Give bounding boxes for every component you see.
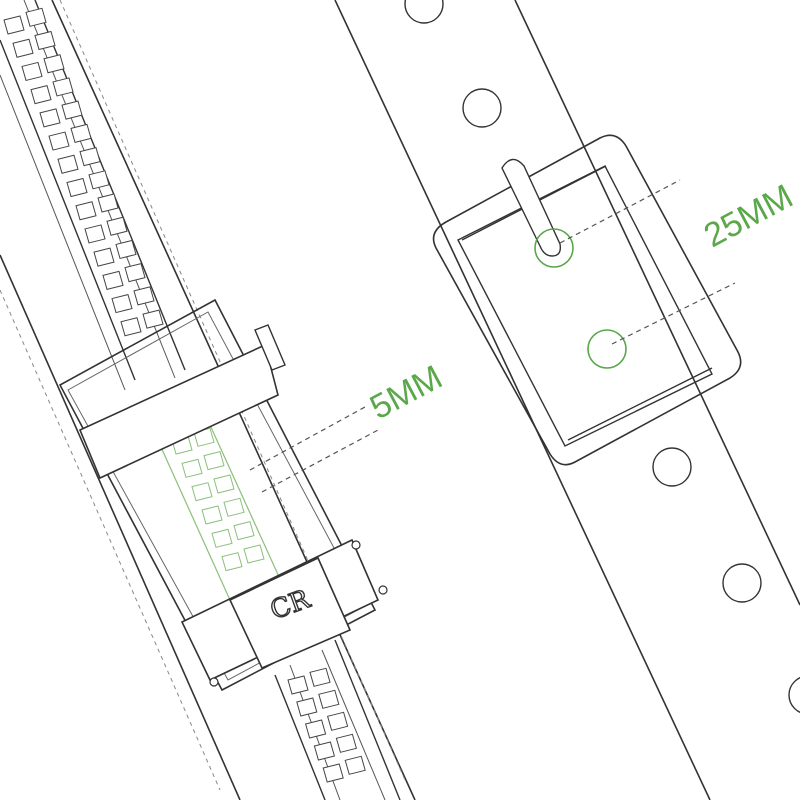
ratchet-lower-tooth <box>313 741 336 761</box>
ratchet-lower-tooth <box>318 689 340 709</box>
ratchet-upper-tooth <box>133 286 155 306</box>
automatic-buckle: CR <box>58 298 388 692</box>
ratchet-upper-tooth <box>57 154 79 174</box>
buckle-prong <box>501 158 562 257</box>
ratchet-upper-tooth <box>88 170 110 190</box>
buckle-side-pin <box>254 324 286 371</box>
ratchet-middle-tooth <box>223 497 245 517</box>
ratchet-middle-tooth <box>243 544 265 564</box>
hole-spacing-label: 25MM <box>698 177 799 255</box>
ratchet-upper-tooth <box>25 7 47 27</box>
ratchet-upper-tooth <box>111 293 133 314</box>
ratchet-upper-tooth <box>102 270 124 290</box>
ratchet-upper-tooth <box>21 61 43 82</box>
ratchet-middle-tooth <box>211 528 233 548</box>
ratchet-upper-tooth <box>70 123 92 143</box>
ratchet-lower-tooth <box>304 719 327 739</box>
ratchet-upper-tooth <box>61 100 83 120</box>
dimension-line-lower <box>261 429 379 493</box>
ratchet-track-middle <box>159 424 286 601</box>
ratchet-upper-tooth <box>79 146 101 167</box>
ratchet-spacing-label: 5MM <box>364 358 449 427</box>
buckle-top-bar <box>78 343 279 480</box>
ratchet-upper-tooth <box>34 30 56 51</box>
belt-hole-2 <box>462 88 502 128</box>
ratchet-upper-tooth <box>52 77 74 97</box>
dimension-line-upper <box>559 179 681 244</box>
ratchet-upper-tooth <box>142 309 164 329</box>
buckle-screw-bottom <box>209 677 219 687</box>
ratchet-middle-tooth <box>203 451 225 471</box>
hole-spacing-dimension: 25MM <box>559 177 799 345</box>
belt-hole-5 <box>652 447 692 487</box>
buckle-keeper-bottom <box>567 367 713 441</box>
ratchet-lower-tooth <box>335 733 358 753</box>
ratchet-upper-tooth <box>30 85 52 105</box>
ratchet-upper-tooth <box>66 177 88 198</box>
ratchet-upper-tooth <box>3 15 25 35</box>
ratchet-belt-edge-left <box>0 254 241 800</box>
ratchet-lower-tooth <box>322 763 344 783</box>
ratchet-track-lower <box>274 639 401 800</box>
ratchet-lower-tooth <box>326 711 349 731</box>
buckle-logo-plate <box>228 556 352 670</box>
ratchet-upper-tooth <box>97 193 119 213</box>
ratchet-belt-stitch-left <box>0 289 221 791</box>
ratchet-upper-tooth <box>48 131 70 151</box>
ratchet-upper-tooth <box>93 247 115 267</box>
buckle-frame <box>58 298 377 692</box>
ratchet-upper-tooth <box>120 317 142 337</box>
pin-belt-edge-right <box>514 0 800 606</box>
ratchet-upper-tooth <box>43 54 65 74</box>
belt-hole-7 <box>788 676 800 714</box>
ratchet-upper-tooth <box>12 38 34 58</box>
ratchet-lower-tooth <box>309 667 331 687</box>
pin-buckle <box>432 134 742 466</box>
belt-hole-6 <box>722 563 762 603</box>
buckle-screw-top <box>351 540 361 550</box>
buckle-inner-frame <box>457 165 713 447</box>
ratchet-middle-tooth <box>191 482 213 502</box>
belt-hole-4-highlight <box>587 329 627 369</box>
belt-hole-3-highlight <box>534 228 574 268</box>
pin-belt-edge-left <box>334 0 711 800</box>
ratchet-middle-tooth <box>213 474 235 494</box>
ratchet-middle-tooth <box>233 521 255 541</box>
ratchet-upper-tooth <box>75 201 97 221</box>
ratchet-upper-tooth <box>84 224 106 244</box>
belt-hole-1 <box>404 0 444 24</box>
ratchet-teeth-upper <box>3 7 164 337</box>
dimension-line-upper <box>249 406 366 471</box>
ratchet-lower-tooth <box>344 755 366 775</box>
ratchet-track-upper <box>0 0 186 391</box>
ratchet-teeth-lower <box>287 667 366 783</box>
ratchet-middle-tooth <box>181 458 203 478</box>
ratchet-teeth-middle <box>171 427 265 572</box>
ratchet-middle-tooth <box>201 505 223 525</box>
dimension-line-lower <box>611 282 736 345</box>
ratchet-upper-tooth <box>124 263 146 283</box>
buckle-outer-frame <box>432 134 742 466</box>
ratchet-belt: CR 5MM <box>0 0 448 800</box>
ratchet-lower-tooth <box>287 675 309 695</box>
ratchet-middle-tooth <box>221 552 243 572</box>
ratchet-lower-tooth <box>296 697 318 717</box>
buckle-screw-right <box>378 585 388 595</box>
ratchet-upper-tooth <box>106 216 128 236</box>
ratchet-upper-tooth <box>39 108 61 128</box>
ratchet-upper-tooth <box>115 239 137 260</box>
